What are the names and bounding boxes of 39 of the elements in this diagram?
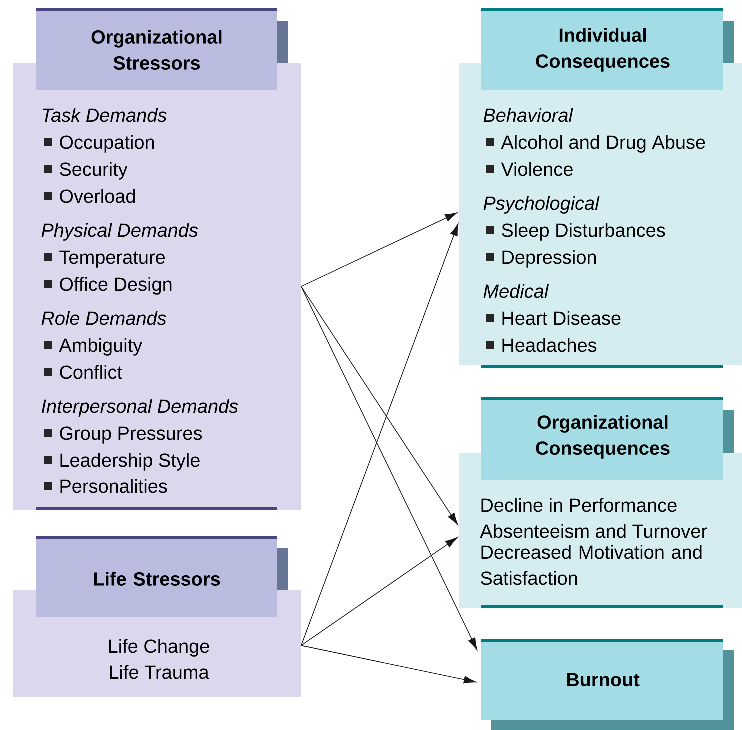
category-heading: Physical Demands bbox=[42, 223, 198, 241]
panel-heading: Individual Consequences bbox=[536, 28, 670, 72]
outcome-item: Decreased Motivation and Satisfaction bbox=[481, 545, 702, 586]
list-item: Occupation bbox=[60, 135, 154, 153]
list-item: Leadership Style bbox=[60, 453, 200, 471]
list-item: Personalities bbox=[60, 479, 168, 494]
list-item: Depression bbox=[502, 250, 596, 268]
category-heading: Behavioral bbox=[484, 108, 574, 122]
panel-heading: Organizational Consequences bbox=[536, 415, 670, 459]
panel-heading: Organizational Stressors bbox=[92, 30, 222, 70]
list-item: Alcohol and Drug Abuse bbox=[501, 135, 706, 153]
list-item: Ambiguity bbox=[59, 338, 143, 356]
category-heading: Psychological bbox=[484, 196, 600, 214]
list-item: Overload bbox=[60, 189, 136, 204]
outcome-item: Absenteeism and Turnover bbox=[480, 524, 708, 538]
list-item: Conflict bbox=[60, 365, 122, 380]
category-heading: Interpersonal Demands bbox=[42, 399, 238, 417]
category-heading: Medical bbox=[484, 284, 550, 298]
arrow bbox=[301, 212, 458, 288]
list-item: Headaches bbox=[502, 338, 597, 352]
life-event: Life Change bbox=[109, 639, 210, 657]
outcome-item: Decline in Performance bbox=[482, 498, 677, 512]
arrow bbox=[301, 286, 478, 650]
life-event: Life Trauma bbox=[110, 665, 210, 680]
arrow bbox=[301, 645, 476, 684]
panel-heading: Life Stressors bbox=[94, 572, 220, 586]
arrow bbox=[301, 538, 458, 646]
list-item: Group Pressures bbox=[60, 426, 202, 444]
list-item: Violence bbox=[501, 162, 573, 176]
list-item: Security bbox=[60, 162, 128, 180]
panel-heading: Burnout bbox=[567, 673, 640, 687]
list-item: Sleep Disturbances bbox=[502, 223, 666, 241]
arrow bbox=[301, 224, 459, 646]
list-item: Temperature bbox=[60, 250, 166, 268]
list-item: Heart Disease bbox=[502, 311, 621, 326]
arrow bbox=[301, 286, 458, 526]
list-item: Office Design bbox=[60, 277, 172, 295]
category-heading: Task Demands bbox=[42, 108, 167, 122]
category-heading: Role Demands bbox=[42, 311, 166, 326]
